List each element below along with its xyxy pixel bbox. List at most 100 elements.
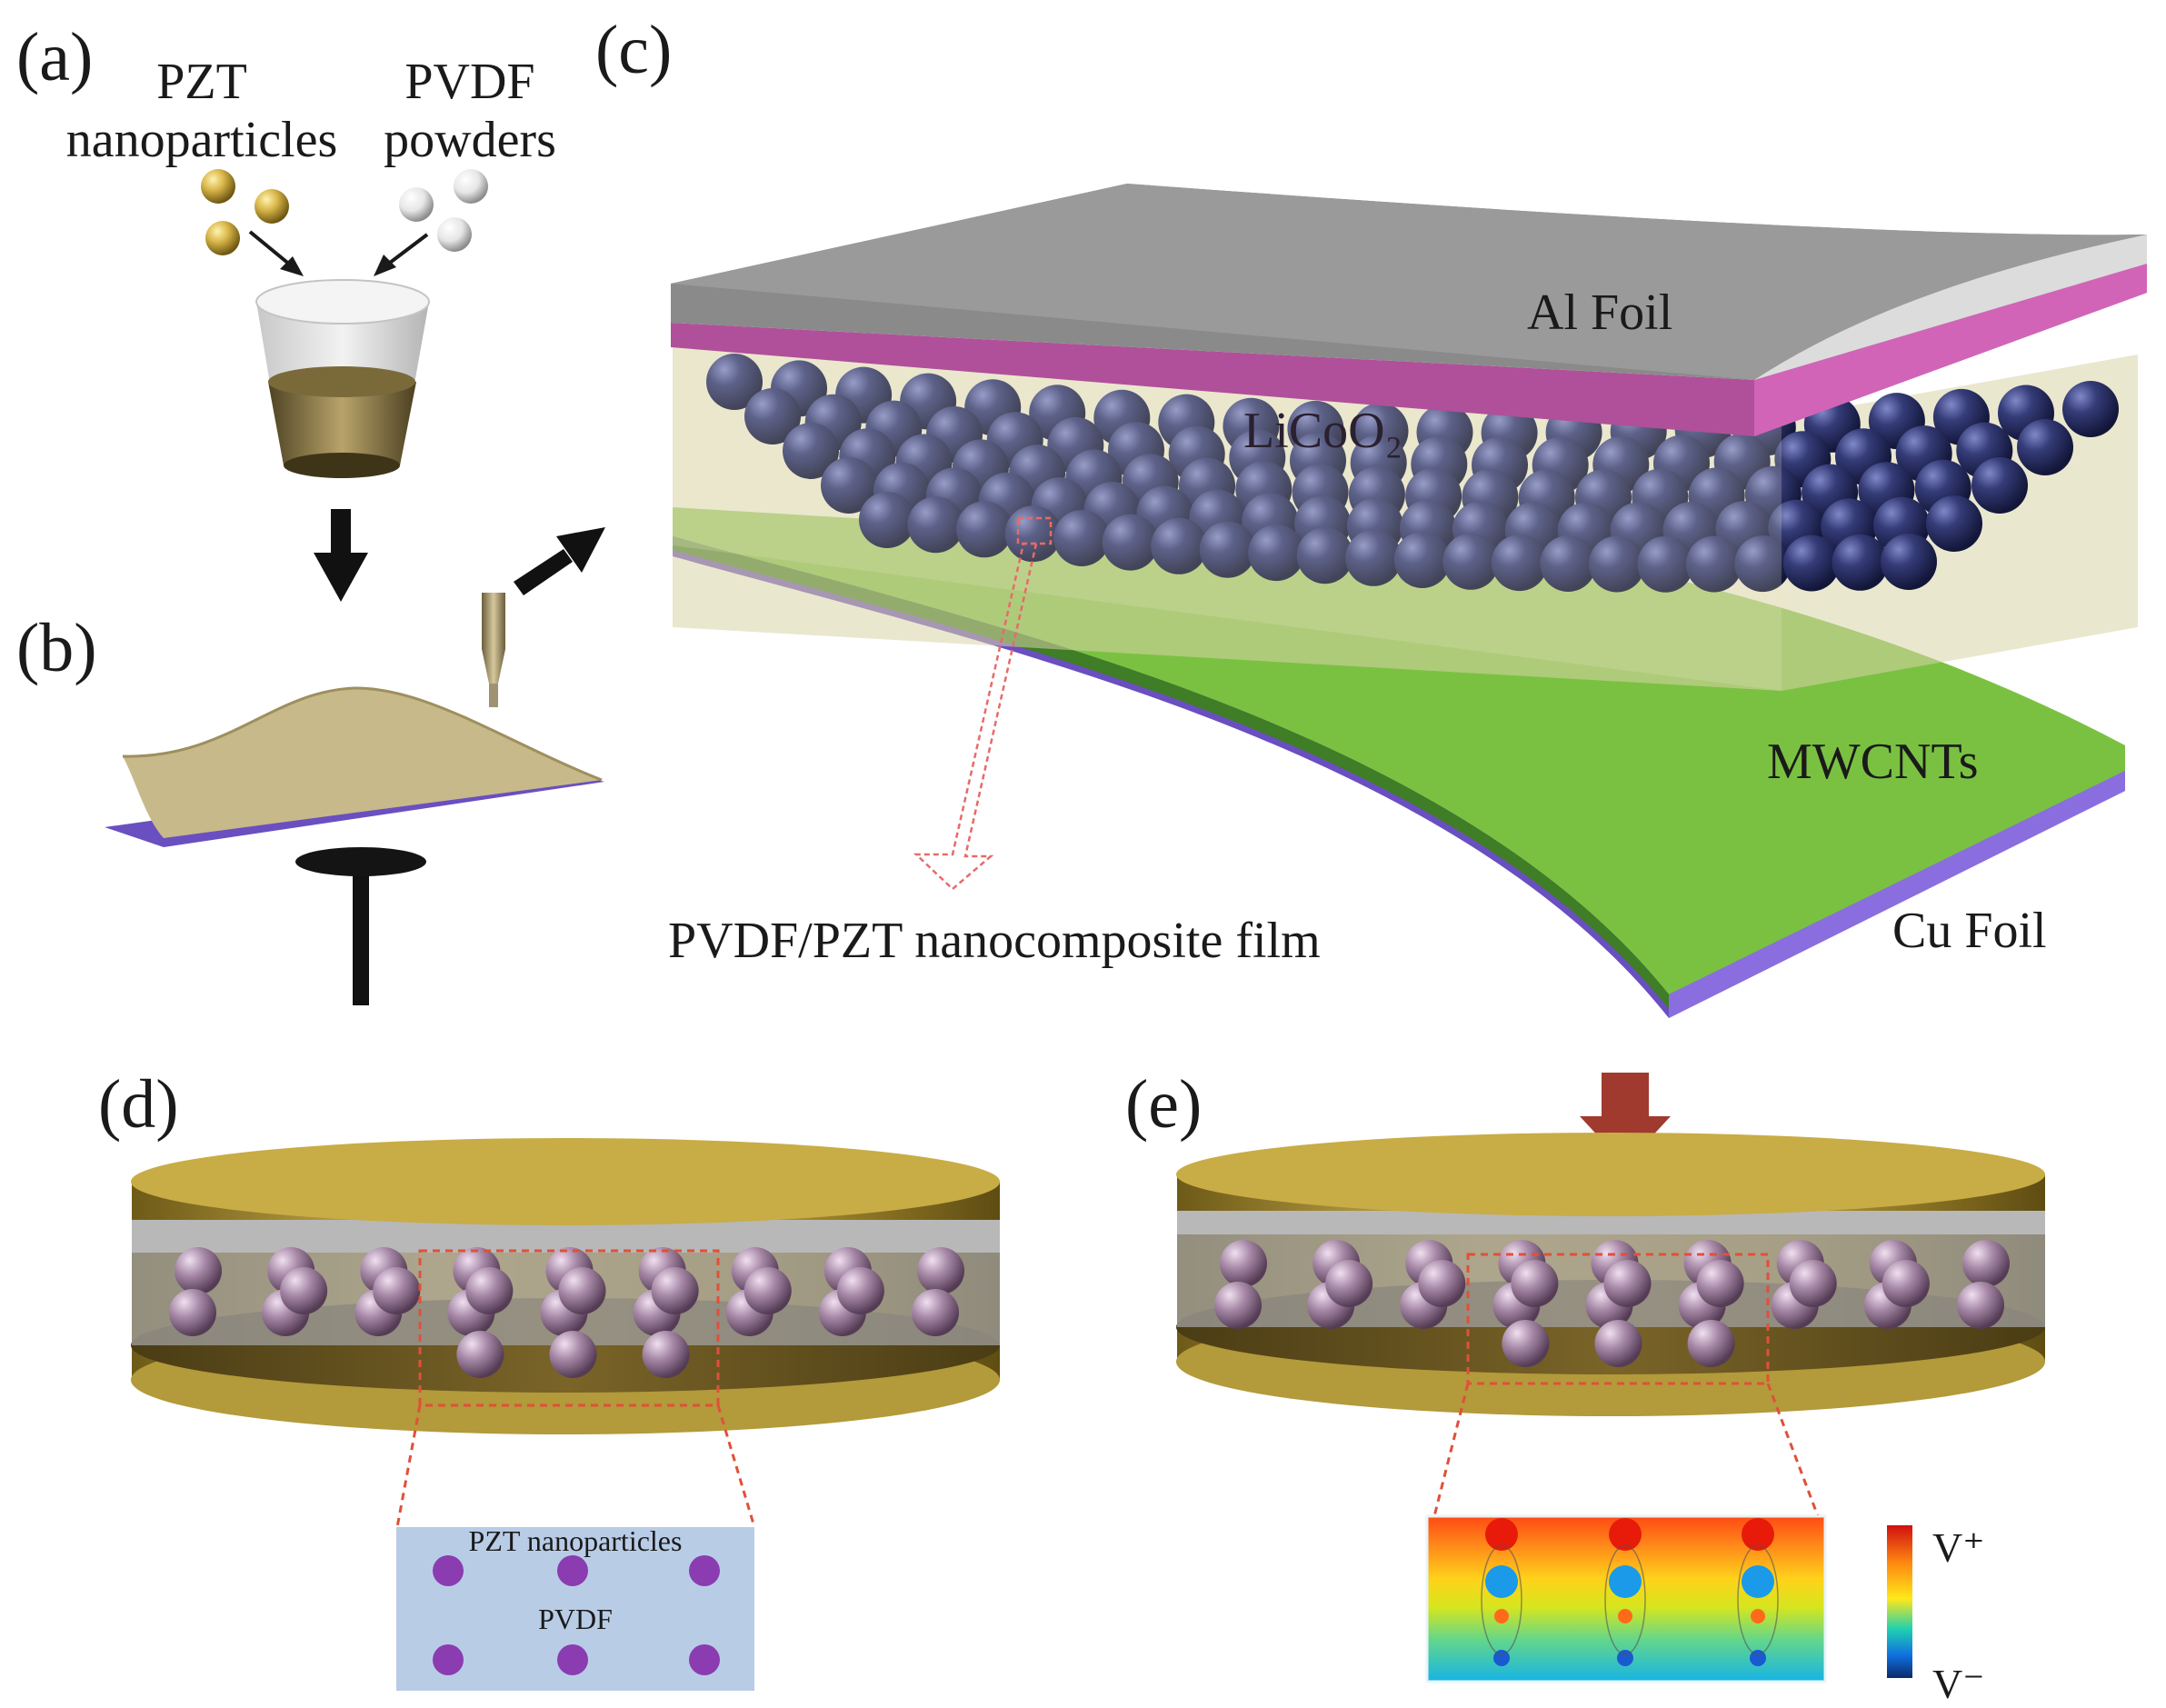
pzt-particle [201,169,235,204]
colorbar-max-label: V⁺ [1932,1524,1985,1571]
pvdf-particle [437,217,472,252]
licoo2-sphere [1102,514,1159,571]
arrow-b-to-c [514,527,605,595]
pzt-particle [549,1331,597,1378]
licoo2-sphere [1734,535,1792,593]
dipole-outline [1604,1544,1646,1655]
licoo2-particles [706,354,2119,593]
pzt-particle [836,1267,884,1314]
colorbar-min-label: V⁻ [1932,1661,1985,1707]
pvdf-label-line1: PVDF [404,54,534,110]
film-label: PVDF/PZT nanocomposite film [668,913,1321,969]
licoo2-sphere [1491,534,1548,592]
pzt-particle [744,1267,792,1314]
pzt-particles-d [169,1247,964,1378]
pzt-particle [205,221,240,255]
cu-foil-edge [1669,771,2125,1018]
inset-d-particles [433,1555,720,1675]
pzt-particle [280,1267,328,1314]
dipole-negative [1609,1565,1642,1598]
potential-map-inset [1425,1514,1827,1683]
dipole-positive [1742,1518,1774,1551]
panel-a: (a) PZT nanoparticles PVDF powders [16,19,556,602]
pzt-particle [456,1331,504,1378]
pzt-particle [169,1289,216,1336]
spin-coater [105,686,604,1005]
pzt-particle [1594,1320,1642,1367]
dipole-negative [1485,1565,1518,1598]
al-foil-edge [1754,235,2147,380]
panel-d: (d) PZT nanoparticles PVDF [98,1066,1000,1691]
licoo2-sphere [1926,495,1982,552]
pzt-particle [255,189,289,224]
pzt-particle [558,1267,606,1314]
pzt-particle [912,1289,959,1336]
licoo2-sphere [1296,527,1353,584]
licoo2-layer-edge [1754,264,2147,436]
licoo2-sphere [1442,533,1500,590]
licoo2-sphere [1248,524,1305,582]
panel-e: (e) V⁺ V⁻ [1125,1066,2045,1707]
licoo2-sphere [1053,510,1111,566]
pzt-particle [1957,1282,2004,1329]
film-callout-arrow [913,516,1053,891]
dipole-positive [1618,1609,1632,1623]
pzt-particle [1325,1260,1373,1307]
zoom-lines-d [395,1404,756,1528]
panel-d-letter: (d) [98,1066,179,1143]
pzt-particle [917,1247,964,1294]
licoo2-sphere [1881,534,1937,590]
panel-b-letter: (b) [16,610,97,686]
licoo2-sphere [1588,535,1645,593]
pvdf-particle [399,187,434,222]
pzt-particle [373,1267,421,1314]
licoo2-sphere [1685,535,1742,593]
al-foil-top-face [671,184,2147,380]
pzt-particles-e [1214,1240,2010,1367]
capacitor-d [131,1138,1000,1434]
pzt-label-line1: PZT [156,54,247,110]
pzt-particle [1418,1260,1466,1307]
zoom-lines-e [1432,1383,1820,1517]
dipole-positive [1751,1609,1765,1623]
panel-c-letter: (c) [595,12,672,88]
pzt-particle [642,1331,690,1378]
licoo2-sphere [1393,532,1451,588]
pzt-particle [1220,1240,1267,1287]
licoo2-sphere [2017,419,2073,475]
licoo2-sphere [1637,535,1694,593]
pzt-particle [651,1267,699,1314]
licoo2-sphere [744,388,801,444]
licoo2-sphere [1783,534,1840,592]
mwcnts-label: MWCNTs [1767,734,1979,790]
potential-colorbar: V⁺ V⁻ [1887,1524,1985,1707]
licoo2-label: LiCoO₂ [1243,403,1402,459]
licoo2-sphere [1004,505,1062,563]
arrow-down-a-to-b [314,509,368,602]
licoo2-sphere [907,496,964,554]
panel-a-letter: (a) [16,19,93,95]
pzt-particle [1214,1282,1262,1329]
licoo2-sphere [706,354,763,410]
panel-b: (b) [16,527,605,1005]
dipole-positive [1609,1518,1642,1551]
pzt-particle [1789,1260,1837,1307]
pzt-particle [1696,1260,1744,1307]
licoo2-sphere [783,423,839,479]
inset-d: PZT nanoparticles PVDF [396,1524,754,1691]
mixing-arrows [248,230,429,276]
licoo2-sphere [1540,535,1597,592]
pzt-particle [1502,1320,1550,1367]
dipole-positive [1494,1609,1509,1623]
panel-e-letter: (e) [1125,1066,1202,1143]
pzt-nanoparticles [201,169,289,255]
panel-c: (c) Al Foil LiCoO₂ MWCNTs Cu Foil PVDF/P… [595,12,2147,1018]
inset-d-mid-label: PVDF [538,1603,613,1635]
al-foil-label: Al Foil [1527,285,1672,341]
dipole-outline [1481,1544,1522,1655]
dipole-positive [1485,1518,1518,1551]
pvdf-powders [399,169,488,252]
licoo2-sphere [1832,534,1889,591]
licoo2-sphere [1345,529,1402,586]
casting-nozzle [482,593,505,707]
